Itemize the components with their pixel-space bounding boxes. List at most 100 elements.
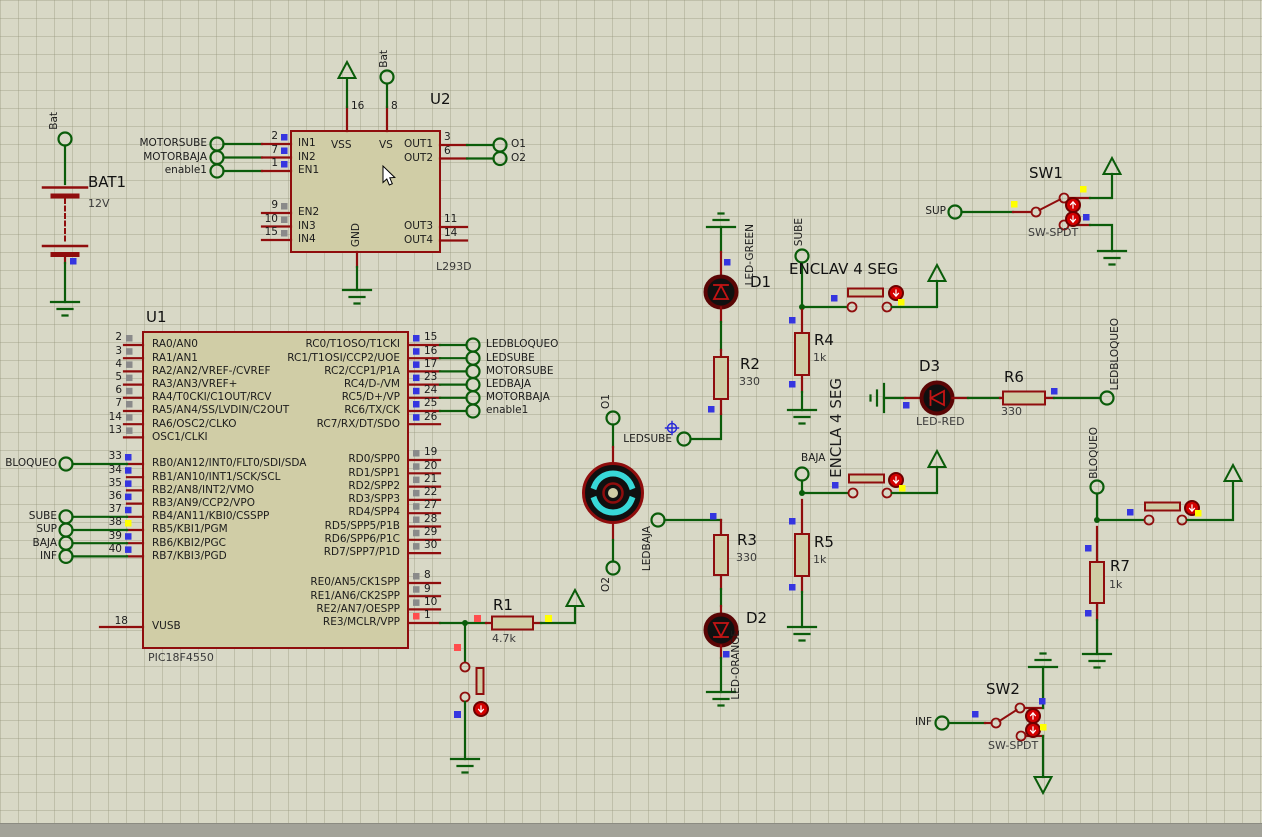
sw2-ref: SW2 [986,680,1020,698]
pushbutton-bloqueo[interactable] [1095,464,1243,526]
r6-value: 330 [1001,405,1022,418]
r4-ref: R4 [814,331,834,349]
ledbloqueo-label: LEDBLOQUEO [1109,317,1121,390]
bat1-value: 12V [88,197,110,210]
terminal-ledsube[interactable] [664,412,723,447]
resistor-r4[interactable] [786,308,818,425]
r1-ref: R1 [493,596,513,614]
encla-pushbutton-baja[interactable] [800,450,947,499]
u2-vss-label: VSS [331,139,352,151]
baja-label: BAJA [801,452,826,464]
resistor-r7[interactable] [1081,525,1113,669]
d1-value: LED-GREEN [744,224,756,286]
ledbaja-label: LEDBAJA [641,526,653,572]
u2-ref: U2 [430,90,451,108]
r2-value: 330 [739,375,760,388]
r5-ref: R5 [814,533,834,551]
u2-pin8-num: 8 [391,100,398,112]
d2-ref: D2 [746,609,768,627]
led-d1[interactable] [703,212,739,352]
d1-ref: D1 [750,273,772,291]
bat1-ref: BAT1 [88,173,127,191]
battery-bat1[interactable] [41,131,89,317]
bottom-strip [0,823,1262,837]
u1-part: PIC18F4550 [148,651,214,664]
terminal-ledbaja[interactable] [650,512,723,528]
r5-value: 1k [813,553,827,566]
resistor-r2[interactable] [708,348,729,416]
u1-ref: U1 [146,308,167,326]
r7-ref: R7 [1110,557,1130,575]
switch-sw2[interactable] [934,652,1059,796]
terminal-baja[interactable] [794,466,810,497]
u1-vusb-label: VUSB [152,620,181,632]
u2-vs-label: VS [379,139,393,151]
bloqueo-label: BLOQUEO [1088,427,1100,479]
u2-pin16-num: 16 [351,100,365,112]
origin-crosshair [664,420,680,436]
sube-label: SUBE [793,217,805,246]
u1-pin18-num: 18 [114,615,128,627]
r4-value: 1k [813,351,827,364]
r3-value: 330 [736,551,757,564]
motor-o1-label: O1 [600,394,612,409]
reset-pushbutton[interactable] [449,621,489,774]
u2-part: L293D [436,260,472,273]
led-d2[interactable] [703,587,739,707]
resistor-r3[interactable] [710,513,729,591]
motor[interactable] [582,410,644,576]
chip-u1-pic18f4550[interactable] [58,331,481,649]
sw1-value: SW-SPDT [1028,226,1079,239]
d3-ref: D3 [919,357,941,375]
switch-sw1[interactable] [947,157,1128,266]
r3-ref: R3 [737,531,757,549]
resistor-r1[interactable] [438,589,585,631]
sw1-ref: SW1 [1029,164,1063,182]
sw1-sup-label: SUP [925,205,946,217]
r2-ref: R2 [740,355,760,373]
led-d3[interactable] [869,380,970,416]
u2-bat-terminal-label: Bat [378,50,390,68]
sw2-value: SW-SPDT [988,739,1039,752]
r6-ref: R6 [1004,368,1024,386]
motor-o2-label: O2 [600,577,612,592]
resistor-r5[interactable] [786,498,818,642]
terminal-ledbloqueo[interactable] [1099,390,1115,406]
enclav-pushbutton-sube[interactable] [800,264,947,313]
r7-value: 1k [1109,578,1123,591]
chip-u2-l293d[interactable] [209,61,508,305]
ledsube-label: LEDSUBE [623,432,672,445]
terminal-bloqueo[interactable] [1089,479,1105,524]
d2-value: LED-ORANGE [730,630,742,700]
mouse-cursor [382,164,396,186]
resistor-r6[interactable] [966,388,1102,406]
d3-value: LED-RED [916,415,965,428]
encla-note: ENCLA 4 SEG [827,378,845,478]
r1-value: 4.7k [492,632,516,645]
bat1-terminal-label: Bat [48,112,60,130]
terminal-sube[interactable] [794,248,810,311]
